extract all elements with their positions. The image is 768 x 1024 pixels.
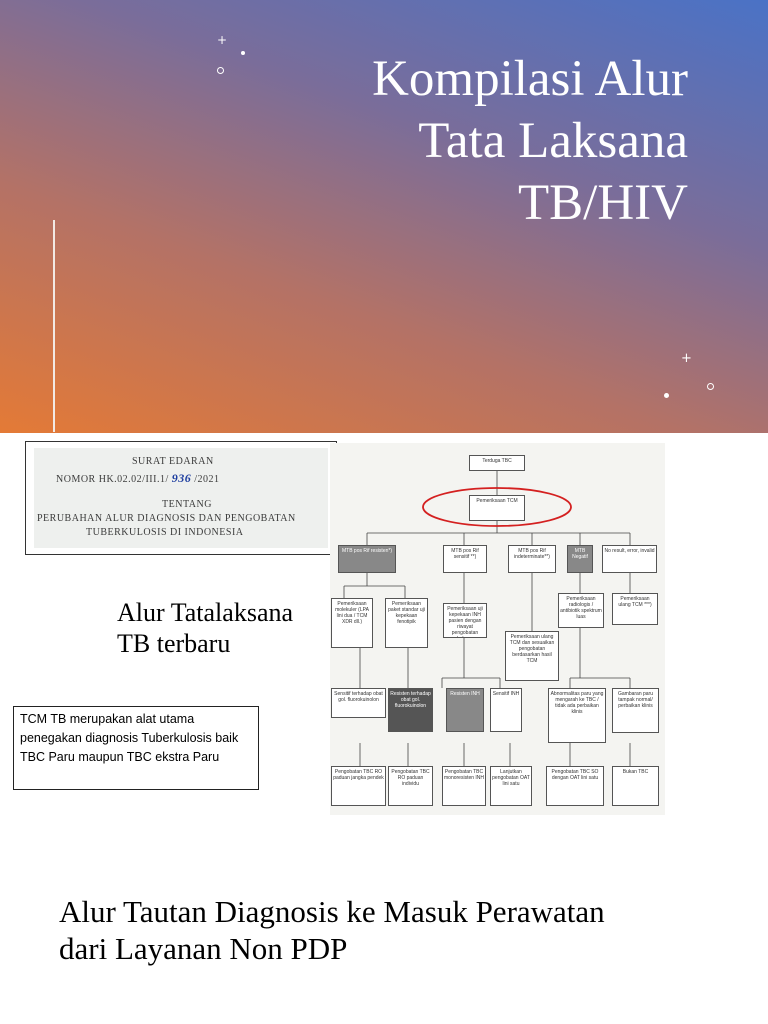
tcm-note-text: TCM TB merupakan alat utama penegakan di… — [20, 712, 239, 764]
flow-result-box: MTB pos Rif resisten*) — [338, 545, 396, 573]
decorative-vertical-line — [53, 220, 55, 432]
number-prefix: NOMOR HK.02.02/III.1/ — [56, 474, 169, 485]
plus-sparkle-icon: + — [217, 33, 228, 47]
title-line: Kompilasi Alur — [372, 51, 688, 107]
flow-outcome-box: Pengobatan TBC RO paduan individu — [388, 766, 433, 806]
ring-icon — [217, 67, 224, 74]
flow-sensitivity-box: Resisten terhadap obat gol. fluorokuinol… — [388, 688, 433, 732]
plus-sparkle-icon: + — [681, 351, 692, 366]
flow-outcome-box: Pengobatan TBC monoresisten INH — [442, 766, 486, 806]
surat-edaran-scan: SURAT EDARAN NOMOR HK.02.02/III.1/ 936 /… — [34, 448, 328, 548]
flow-result-box: No result, error, invalid — [602, 545, 657, 573]
flow-start-box: Terduga TBC — [469, 455, 525, 471]
title-line: Tata Laksana — [418, 113, 688, 169]
title-line: TB/HIV — [518, 175, 688, 231]
flow-result-box: MTB pos Rif sensitif **) — [443, 545, 487, 573]
highlight-ellipse — [422, 487, 572, 527]
ring-icon — [707, 383, 714, 390]
flow-outcome-box: Lanjutkan pengobatan OAT lini satu — [490, 766, 532, 806]
flow-sensitivity-box: Resisten INH — [446, 688, 484, 732]
flow-sensitivity-box: Sensitif INH — [490, 688, 522, 732]
alur-tatalaksana-label: Alur Tatalaksana TB terbaru — [117, 597, 293, 659]
bottom-title-line: Alur Tautan Diagnosis ke Masuk Perawatan — [59, 894, 605, 929]
flow-outcome-box: Bukan TBC — [612, 766, 659, 806]
flow-result-box: MTB Negatif — [567, 545, 593, 573]
flow-exam-box: Pemeriksaan TCM — [469, 495, 525, 521]
number-suffix: /2021 — [194, 474, 220, 485]
flow-step-box: Pemeriksaan radiologis / antibiotik spek… — [558, 593, 604, 628]
flow-outcome-box: Pengobatan TBC SO dengan OAT lini satu — [546, 766, 604, 806]
flow-step-box: Pemeriksaan uji kepekaan INH pasien deng… — [443, 603, 487, 638]
dot-icon — [241, 51, 245, 55]
flow-outcome-box: Pengobatan TBC RO paduan jangka pendek — [331, 766, 386, 806]
flow-step-box: Pemeriksaan paket standar uji kepekaan f… — [385, 598, 428, 648]
surat-edaran-subject-line: TUBERKULOSIS DI INDONESIA — [86, 527, 244, 538]
flow-step-box: Pemeriksaan molekuler (LPA lini dua / TC… — [331, 598, 373, 648]
flow-step-box: Pemeriksaan ulang TCM ***) — [612, 593, 658, 625]
surat-edaran-number-line: NOMOR HK.02.02/III.1/ 936 /2021 — [56, 471, 220, 486]
flow-sensitivity-box: Abnormalitas paru yang mengarah ke TBC /… — [548, 688, 606, 743]
surat-edaran-box: SURAT EDARAN NOMOR HK.02.02/III.1/ 936 /… — [25, 441, 337, 555]
tb-treatment-flowchart: Terduga TBC Pemeriksaan TCM MTB pos Rif … — [330, 443, 665, 815]
flow-sensitivity-box: Sensitif terhadap obat gol. fluorokuinol… — [331, 688, 386, 718]
flow-sensitivity-box: Gambaran paru tampak normal/ perbaikan k… — [612, 688, 659, 733]
tcm-note-box: TCM TB merupakan alat utama penegakan di… — [13, 706, 259, 790]
flow-step-box: Pemeriksaan ulang TCM dan sesuaikan peng… — [505, 631, 559, 681]
flowchart-connectors — [343, 471, 631, 766]
flow-result-box: MTB pos Rif indeterminate**) — [508, 545, 556, 573]
label-line: Alur Tatalaksana — [117, 598, 294, 627]
surat-edaran-subject-line: PERUBAHAN ALUR DIAGNOSIS DAN PENGOBATAN — [37, 513, 296, 524]
dot-icon — [664, 393, 669, 398]
label-line: TB terbaru — [117, 629, 231, 658]
surat-edaran-tentang: TENTANG — [162, 499, 212, 510]
bottom-title-line: dari Layanan Non PDP — [59, 931, 348, 966]
handwritten-number: 936 — [171, 471, 192, 485]
bottom-section-title: Alur Tautan Diagnosis ke Masuk Perawatan… — [59, 893, 605, 967]
title-banner: + + Kompilasi Alur Tata Laksana TB/HIV — [0, 0, 768, 433]
slide-title: Kompilasi Alur Tata Laksana TB/HIV — [372, 48, 688, 234]
surat-edaran-heading: SURAT EDARAN — [132, 456, 214, 467]
